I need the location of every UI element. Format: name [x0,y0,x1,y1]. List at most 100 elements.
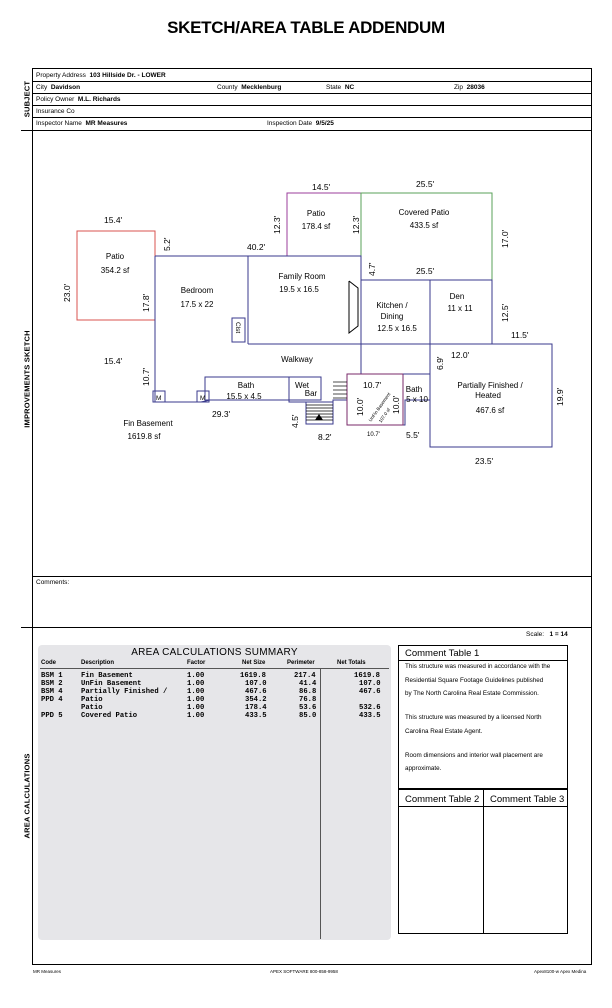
cell-code: PPD 4 [41,696,63,704]
room-area-patio-top: 178.4 sf [302,222,331,231]
dim-label: 17.8' [141,293,151,312]
stair-treads [306,404,333,421]
comments-label: Comments: [36,579,70,586]
row-divider [33,117,592,118]
cell-perimeter: 86.8 [299,688,317,696]
cell-factor: 1.00 [187,712,205,720]
area-label: AREA CALCULATIONS [22,753,31,839]
property-address-value: 103 Hillside Dr. - LOWER [89,72,166,79]
m1-box [152,390,166,403]
comment-table-split [483,789,484,934]
cell-description: UnFin Basement [81,680,142,688]
room-label-m1: M [156,395,161,402]
closet-outline [231,317,246,343]
cell-code: PPD 5 [41,712,63,720]
room-dim-kitchen: 12.5 x 16.5 [377,324,417,333]
comment-table-3-title: Comment Table 3 [490,794,565,805]
room-label-fin-basement: Fin Basement [123,419,173,428]
cell-perimeter: 76.8 [299,696,317,704]
dim-label: 8.2' [318,432,332,442]
cell-net-size: 1619.8 [240,672,266,680]
unfin-basement-outline [346,373,404,426]
dim-label: 17.0' [500,229,510,248]
col-header-net-totals: Net Totals [337,660,366,666]
cell-net-size: 354.2 [245,696,267,704]
city-value: Davidson [50,84,81,91]
floor-plan-sketch: 14.5' 25.5' 15.4' 40.2' 25.5' 11.5' 12.0… [62,179,565,466]
room-label-closet: Clst [234,322,241,333]
cell-net-total: 433.5 [359,712,381,720]
inspection-date-value: 9/5/25 [315,120,334,127]
room-label-patio-top: Patio [307,209,326,218]
city-label: City [36,84,48,91]
comments-divider [33,576,592,577]
row-divider [33,105,592,106]
comment-line: Carolina Real Estate Agent. [405,728,483,735]
cell-perimeter: 53.6 [299,704,317,712]
area-summary-panel [38,645,391,940]
wet-bar-outline [288,376,322,401]
policy-owner-label: Policy Owner [36,96,75,103]
state-label: State [326,84,342,91]
subject-sidebar: SUBJECT [21,68,33,130]
dim-label: 12.3' [272,215,282,234]
cell-perimeter: 41.4 [299,680,317,688]
stairs-outline [305,401,334,425]
dim-label: 10.7' [363,380,382,390]
dim-label: 12.5' [500,303,510,322]
room-dim-den: 11 x 11 [447,304,473,313]
m2-box [196,390,210,403]
col-header-perimeter: Perimeter [287,660,315,666]
cell-description: Fin Basement [81,672,133,680]
room-dim-bedroom: 17.5 x 22 [181,300,214,309]
cell-net-total: 1619.8 [354,672,380,680]
room-label-kitchen: Kitchen / [376,301,408,310]
sketch-sidebar: IMPROVEMENTS SKETCH [21,130,33,627]
room-dim-family-room: 19.5 x 16.5 [279,285,319,294]
dim-label: 15.4' [104,215,123,225]
cell-code: BSM 2 [41,680,63,688]
property-address-label: Property Address [36,72,86,79]
cell-description: Covered Patio [81,712,138,720]
col-header-description: Description [81,660,115,666]
footer-left: MR Measures [33,969,62,974]
room-label-walkway: Walkway [281,355,313,364]
room-label-bedroom: Bedroom [181,286,214,295]
insurance-field: Insurance Co [36,108,75,115]
room-area-fin-basement: 1619.8 sf [128,432,162,441]
dim-label: 11.5' [511,330,529,340]
dim-label: 5.5' [406,430,420,440]
dim-label: 10.0' [391,395,401,414]
stair-arrow-icon [315,414,323,420]
cell-description: Patio [81,704,103,712]
divider [21,130,592,131]
city-field: City Davidson [36,84,80,91]
cell-perimeter: 217.4 [294,672,316,680]
comment-table-1 [398,645,568,789]
room-label-wet: Wet [295,381,310,390]
dim-label: 12.0' [451,350,470,360]
county-value: Mecklenburg [241,84,282,91]
comment-line: Residential Square Footage Guidelines pu… [405,677,544,684]
room-area-patio-left: 354.2 sf [101,266,130,275]
row-divider [33,81,592,82]
room-area-partially-finished: 467.6 sf [476,406,505,415]
inspection-date-label: Inspection Date [267,120,313,127]
stair-treads [333,381,347,399]
area-summary-title: AREA CALCULATIONS SUMMARY [131,647,298,658]
dim-label: 6.9' [435,356,445,370]
policy-owner-field: Policy Owner M.L. Richards [36,96,121,103]
scale-label: Scale: [526,631,545,638]
totals-column-divider [320,668,321,939]
cell-factor: 1.00 [187,672,205,680]
cell-code: BSM 4 [41,688,63,696]
scale-value: 1 = 14 [549,631,568,638]
state-field: State NC [326,84,354,91]
col-header-code: Code [41,660,56,666]
comment-table-2-title: Comment Table 2 [405,794,480,805]
cell-code: BSM 1 [41,672,63,680]
dim-label: 10.7' [141,367,151,386]
dim-label: 29.3' [212,409,231,419]
col-header-net-size: Net Size [242,660,266,666]
room-label-patio-left: Patio [106,252,125,261]
